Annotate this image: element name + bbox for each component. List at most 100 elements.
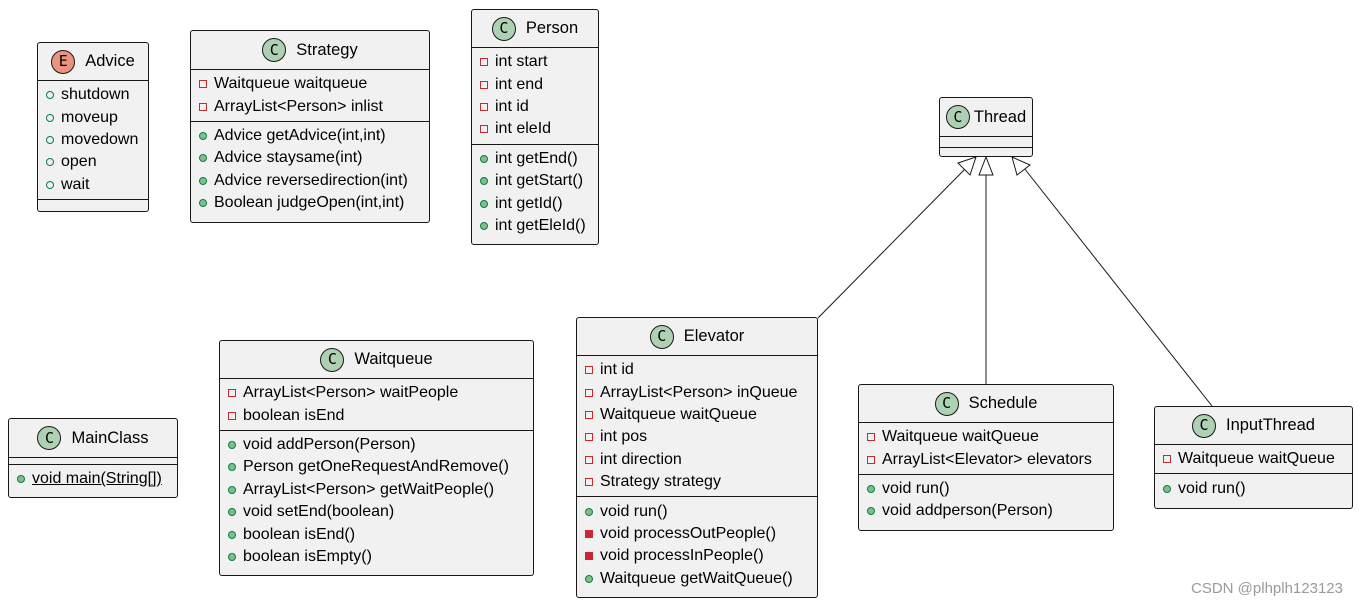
private-field-icon	[480, 102, 488, 111]
public-method-icon	[199, 154, 207, 163]
class-name: InputThread	[1226, 416, 1315, 434]
method-row: void processOutPeople()	[577, 523, 817, 545]
class-name: Advice	[85, 52, 135, 70]
private-field-icon	[480, 125, 488, 134]
class-badge-icon: C	[37, 426, 62, 450]
enum-constant: moveup	[38, 106, 148, 128]
public-method-icon	[199, 131, 207, 140]
field-row: int start	[472, 51, 598, 73]
class-badge-icon: C	[262, 38, 287, 62]
thread-header: C Thread	[940, 98, 1032, 136]
method-row: Advice getAdvice(int,int)	[191, 125, 429, 147]
method-row: ArrayList<Person> getWaitPeople()	[220, 479, 533, 501]
public-method-icon	[199, 176, 207, 185]
field-row: ArrayList<Person> inlist	[191, 95, 429, 117]
field-row: int direction	[577, 449, 817, 471]
class-name: Thread	[973, 107, 1027, 126]
enum-badge-icon: E	[51, 49, 76, 74]
field-row: int id	[472, 96, 598, 118]
public-method-icon	[867, 484, 875, 493]
public-constant-icon	[46, 91, 54, 100]
public-method-icon	[585, 507, 593, 516]
private-field-icon	[480, 58, 488, 67]
private-field-icon	[585, 388, 593, 397]
inputthread-extends-thread-line	[1023, 167, 1213, 407]
method-row: void main(String[])	[9, 468, 177, 490]
private-field-icon	[1163, 455, 1171, 464]
private-field-icon	[199, 102, 207, 111]
field-row: int id	[577, 359, 817, 381]
strategy-header: C Strategy	[191, 31, 429, 69]
method-row: Advice staysame(int)	[191, 147, 429, 169]
class-badge-icon: C	[945, 105, 970, 129]
method-row: int getEleId()	[472, 215, 598, 237]
field-row: Waitqueue waitqueue	[191, 73, 429, 95]
public-constant-icon	[46, 180, 54, 189]
method-row: boolean isEmpty()	[220, 546, 533, 568]
class-name: Waitqueue	[354, 350, 433, 368]
class-name: Strategy	[296, 40, 358, 59]
public-method-icon	[480, 154, 488, 163]
person-header: C Person	[472, 10, 598, 47]
public-method-icon	[228, 463, 236, 472]
public-constant-icon	[46, 135, 54, 144]
public-method-icon	[228, 485, 236, 494]
elevator-header: C Elevator	[577, 318, 817, 355]
method-row: Boolean judgeOpen(int,int)	[191, 192, 429, 214]
private-field-icon	[585, 366, 593, 375]
private-field-icon	[867, 455, 875, 464]
field-row: boolean isEnd	[220, 404, 533, 426]
field-row: ArrayList<Person> waitPeople	[220, 382, 533, 404]
private-field-icon	[585, 478, 593, 487]
schedule-class: C Schedule Waitqueue waitQueue ArrayList…	[858, 384, 1114, 531]
private-method-icon	[585, 529, 593, 538]
csdn-watermark: CSDN @plhplh123123	[1191, 580, 1343, 597]
field-row: Strategy strategy	[577, 471, 817, 493]
public-method-icon	[228, 440, 236, 449]
advice-header: E Advice	[38, 43, 148, 80]
method-row: void run()	[577, 500, 817, 522]
method-row: void processInPeople()	[577, 545, 817, 567]
schedule-extends-thread-arrowhead	[978, 155, 994, 176]
enum-constant: shutdown	[38, 84, 148, 106]
public-method-icon	[228, 508, 236, 517]
method-row: int getId()	[472, 192, 598, 214]
field-row: ArrayList<Elevator> elevators	[859, 448, 1113, 470]
public-method-icon	[480, 177, 488, 186]
field-row: int eleId	[472, 118, 598, 140]
public-method-icon	[867, 507, 875, 516]
public-method-icon	[585, 574, 593, 583]
public-constant-icon	[46, 113, 54, 122]
public-method-icon	[480, 199, 488, 208]
class-badge-icon: C	[491, 16, 516, 41]
mainclass-class: C MainClass void main(String[])	[8, 418, 178, 498]
private-field-icon	[199, 80, 207, 89]
class-badge-icon: C	[1192, 413, 1216, 438]
elevator-extends-thread-arrowhead	[957, 156, 977, 176]
public-method-icon	[228, 530, 236, 539]
class-name: Person	[525, 19, 579, 37]
class-badge-icon: C	[934, 391, 959, 416]
field-row: Waitqueue waitQueue	[577, 404, 817, 426]
field-row: Waitqueue waitQueue	[1155, 448, 1352, 470]
field-row: int end	[472, 73, 598, 95]
public-method-icon	[17, 475, 25, 484]
class-badge-icon: C	[320, 347, 345, 372]
private-field-icon	[480, 80, 488, 89]
person-class: C Person int start int end int id int el…	[471, 9, 599, 245]
elevator-extends-thread-line	[817, 167, 967, 319]
inputthread-extends-thread-arrowhead	[1011, 156, 1031, 176]
class-name: Elevator	[683, 327, 745, 345]
method-row: void addPerson(Person)	[220, 434, 533, 456]
schedule-header: C Schedule	[859, 385, 1113, 422]
class-badge-icon: C	[649, 324, 674, 349]
public-method-icon	[1163, 484, 1171, 493]
thread-class: C Thread	[939, 97, 1033, 157]
waitqueue-header: C Waitqueue	[220, 341, 533, 378]
private-field-icon	[228, 411, 236, 420]
strategy-class: C Strategy Waitqueue waitqueue ArrayList…	[190, 30, 430, 223]
private-field-icon	[867, 433, 875, 442]
method-row: Person getOneRequestAndRemove()	[220, 456, 533, 478]
public-method-icon	[199, 199, 207, 208]
